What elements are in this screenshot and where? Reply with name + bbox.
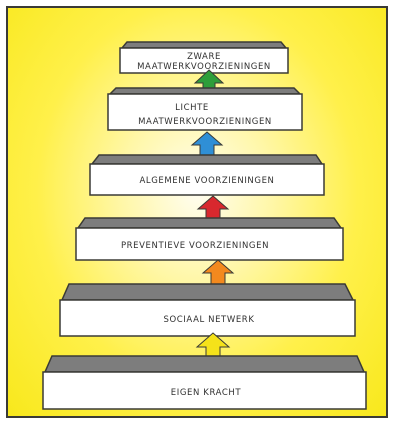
step-top	[108, 87, 302, 95]
step-label: EIGEN KRACHT	[171, 388, 242, 398]
step-label: SOCIAAL NETWERK	[163, 315, 254, 325]
level-zware-maatwerkvoorzieningen: ZWARE MAATWERKVOORZIENINGEN	[119, 41, 289, 74]
arrow-up-blue	[190, 131, 224, 159]
step-label-line1: ZWARE	[187, 52, 221, 62]
step-front	[42, 371, 367, 410]
level-preventieve-voorzieningen: PREVENTIEVE VOORZIENINGEN	[75, 217, 344, 261]
step-top	[60, 283, 355, 301]
step-label: PREVENTIEVE VOORZIENINGEN	[121, 241, 269, 251]
arrow-up-orange	[201, 259, 235, 288]
step-label-line1: LICHTE	[175, 103, 209, 113]
step-front	[119, 47, 289, 74]
step-top	[76, 217, 343, 229]
step-label-line2: MAATWERKVOORZIENINGEN	[137, 62, 271, 72]
level-sociaal-netwerk: SOCIAAL NETWERK	[59, 283, 356, 337]
step-front	[107, 93, 303, 131]
step-front	[59, 299, 356, 337]
step-label: ALGEMENE VOORZIENINGEN	[139, 176, 274, 186]
level-algemene-voorzieningen: ALGEMENE VOORZIENINGEN	[89, 154, 325, 196]
diagram-frame	[6, 6, 388, 418]
step-top	[43, 355, 366, 373]
step-top	[120, 41, 288, 49]
level-eigen-kracht: EIGEN KRACHT	[42, 355, 367, 410]
step-front	[89, 163, 325, 196]
step-label-line2: MAATWERKVOORZIENINGEN	[138, 117, 272, 127]
level-lichte-maatwerkvoorzieningen: LICHTE MAATWERKVOORZIENINGEN	[107, 87, 303, 131]
step-front	[75, 227, 344, 261]
step-top	[90, 154, 324, 165]
